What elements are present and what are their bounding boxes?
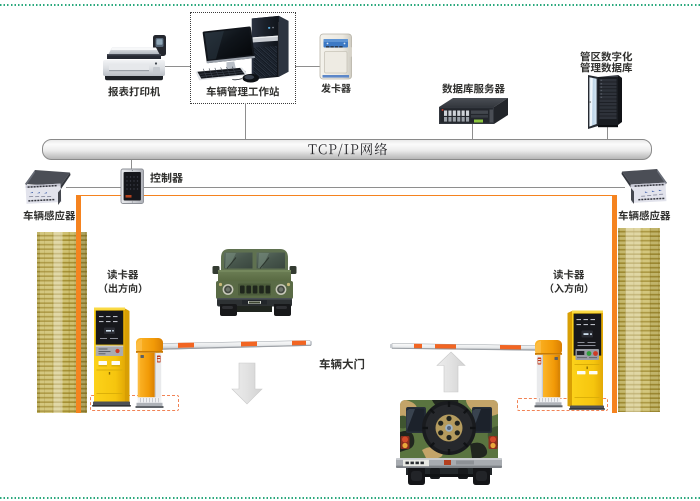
- label-card-issuer: 发卡器: [321, 82, 351, 95]
- link-sensors-bus: [66, 187, 625, 189]
- base-outline-exit: [90, 395, 179, 411]
- base-outline-entry: [517, 398, 608, 411]
- report-printer-image: [103, 35, 166, 81]
- tower: [251, 15, 289, 80]
- label-tcpip-network-glyphs: [307, 142, 387, 157]
- cable-orange-right-drop: [611, 194, 617, 413]
- label-tcpip-network: TCP/IP网络: [307, 142, 388, 158]
- link-printer-workstation: [165, 65, 191, 67]
- label-reader-exit-direction: （出方向）: [98, 283, 148, 295]
- label-database-server: 数据库服务器: [441, 83, 505, 95]
- barrier-arm-entry: [390, 343, 541, 351]
- barrier-exit-image: [135, 338, 312, 408]
- arrow-exit-down: [231, 362, 263, 405]
- label-reader-entry-glyphs: [552, 269, 584, 280]
- workstation-computer-image: [195, 15, 289, 83]
- link-workstation-network: [244, 103, 246, 139]
- label-vehicle-workstation-glyphs: [206, 86, 279, 97]
- label-report-printer: 报表打印机: [108, 86, 161, 98]
- label-report-printer-glyphs: [108, 86, 161, 96]
- page-border-top: [0, 4, 700, 6]
- link-rack-network: [606, 126, 608, 139]
- label-sensor-left-glyphs: [23, 209, 76, 220]
- cable-orange-horizontal: [78, 194, 615, 197]
- barrier-machine-entry: [534, 340, 563, 408]
- mouse: [232, 73, 259, 83]
- keyboard: [195, 66, 248, 81]
- label-vehicle-gate-glyphs: [319, 357, 365, 369]
- reader-exit-kiosk-image: [92, 307, 131, 407]
- label-vehicle-gate: 车辆大门: [319, 357, 365, 372]
- label-controller: 控制器: [150, 172, 183, 185]
- controller-image: [120, 168, 144, 204]
- spare-tire: [422, 401, 476, 455]
- database-server-image: [439, 98, 508, 124]
- page-border-bottom: [0, 497, 700, 499]
- vehicle-front-image: [212, 249, 297, 316]
- label-controller-glyphs: [150, 172, 183, 183]
- cable-orange-left-drop: [76, 194, 81, 413]
- label-district-db-line2-glyphs: [580, 62, 633, 73]
- tcpip-network-bar: [42, 139, 652, 160]
- vehicle-sensor-left-image: [25, 170, 71, 205]
- vehicle-sensor-right-image: [621, 169, 667, 204]
- label-reader-exit: 读卡器: [106, 269, 139, 281]
- barrier-entry-image: [390, 340, 563, 408]
- label-reader-entry-direction: （入方向）: [544, 283, 594, 295]
- label-reader-entry-direction-glyphs: [550, 283, 587, 293]
- link-dbserver-network: [471, 122, 473, 139]
- wall-right: [618, 228, 660, 412]
- label-reader-exit-direction-glyphs: [104, 283, 141, 293]
- barrier-arm-exit: [159, 340, 312, 350]
- link-network-controller: [130, 160, 132, 171]
- barrier-machine-exit: [135, 338, 164, 408]
- label-database-server-glyphs: [441, 83, 505, 93]
- vehicle-rear-image: [396, 400, 502, 485]
- label-district-db-line2: 管理数据库: [580, 62, 633, 74]
- label-sensor-left: 车辆感应器: [23, 209, 76, 222]
- label-vehicle-workstation: 车辆管理工作站: [206, 86, 280, 98]
- label-reader-exit-glyphs: [106, 269, 138, 280]
- label-reader-entry: 读卡器: [552, 269, 585, 281]
- arrow-entry-up: [436, 351, 466, 393]
- label-card-issuer-glyphs: [321, 82, 351, 93]
- card-issuer-image: [319, 33, 352, 80]
- district-db-rack-image: [588, 75, 622, 129]
- monitor: [202, 26, 256, 64]
- label-sensor-right: 车辆感应器: [618, 209, 671, 222]
- link-workstation-cardissuer: [295, 65, 320, 67]
- label-sensor-right-glyphs: [618, 209, 671, 220]
- reader-entry-kiosk-image: [567, 310, 605, 410]
